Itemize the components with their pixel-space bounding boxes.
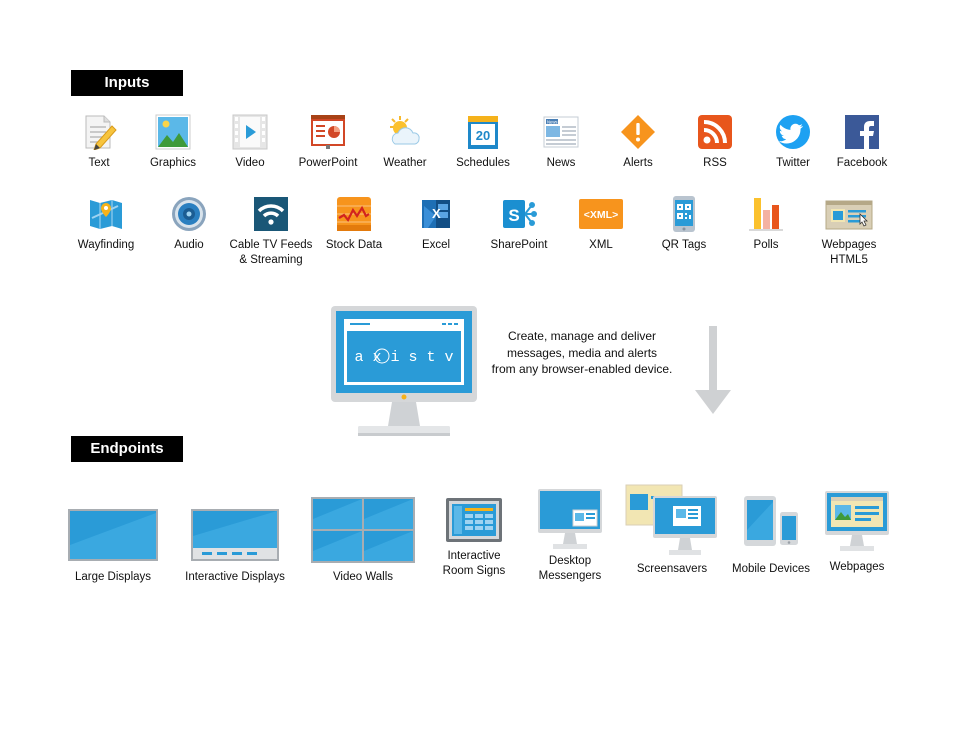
large-display-icon [68, 509, 158, 561]
input-wayfinding: Wayfinding [61, 196, 151, 253]
input-facebook: Facebook [817, 114, 907, 171]
schedules-icon: 20 [468, 116, 498, 149]
excel-icon: X [422, 200, 450, 228]
svg-text:News: News [547, 119, 557, 124]
wifi-icon [254, 197, 288, 231]
qr-tags-icon [673, 196, 695, 232]
news-icon: News [543, 116, 579, 148]
axistv-monitor: a x i s t v [331, 306, 477, 436]
endpoint-desktop-messengers: Desktop Messengers [527, 488, 613, 584]
endpoint-large-displays: Large Displays [53, 508, 173, 585]
input-stock-data: Stock Data [309, 196, 399, 253]
inputs-heading: Inputs [71, 70, 183, 96]
video-icon [232, 114, 268, 150]
endpoint-interactive-displays: Interactive Displays [175, 508, 295, 585]
hero-description: Create, manage and deliver messages, med… [491, 329, 673, 376]
input-powerpoint: PowerPoint [283, 114, 373, 171]
down-arrow-icon [695, 326, 731, 414]
endpoint-screensavers: Screensavers [622, 484, 722, 577]
wayfinding-icon [90, 200, 122, 229]
sharepoint-icon: S [503, 200, 537, 228]
twitter-icon [776, 115, 810, 149]
interactive-display-icon [191, 509, 279, 561]
svg-text:<XML>: <XML> [584, 209, 618, 221]
alerts-icon [621, 115, 655, 149]
input-twitter: Twitter [748, 114, 838, 171]
endpoint-webpages: Webpages [817, 490, 897, 575]
input-schedules: 20 Schedules [438, 114, 528, 171]
endpoint-mobile-devices: Mobile Devices [727, 495, 815, 577]
input-sharepoint: S SharePoint [474, 196, 564, 253]
rss-icon [698, 115, 732, 149]
input-qr-tags: QR Tags [639, 196, 729, 253]
svg-text:S: S [508, 206, 519, 225]
room-sign-icon [446, 498, 502, 542]
stock-data-icon [337, 197, 371, 231]
input-audio: Audio [144, 196, 234, 253]
input-rss: RSS [670, 114, 760, 171]
webpages-monitor-icon [825, 491, 889, 551]
input-news: News News [516, 114, 606, 171]
graphics-icon [155, 114, 191, 150]
video-wall-icon [311, 497, 415, 563]
input-graphics: Graphics [128, 114, 218, 171]
input-polls: Polls [721, 196, 811, 253]
input-webpages-html5: Webpages HTML5 [804, 196, 894, 268]
endpoint-room-signs: Interactive Room Signs [430, 497, 518, 579]
polls-icon [749, 198, 783, 231]
input-xml: <XML> XML [556, 196, 646, 253]
axistv-logo: a x i s t v [354, 349, 453, 366]
facebook-icon [845, 115, 879, 149]
screensaver-icon [625, 484, 717, 555]
input-weather: Weather [360, 114, 450, 171]
powerpoint-icon [311, 115, 345, 149]
desktop-messenger-icon [538, 489, 602, 549]
svg-text:20: 20 [476, 128, 490, 143]
text-icon [85, 115, 117, 150]
svg-text:X: X [432, 206, 441, 221]
endpoints-heading: Endpoints [71, 436, 183, 462]
input-text: Text [54, 114, 144, 171]
webpages-icon [825, 200, 873, 230]
audio-icon [172, 197, 206, 231]
mobile-devices-icon [744, 496, 798, 546]
weather-icon [390, 116, 420, 145]
xml-icon: <XML> [579, 199, 623, 229]
input-excel: X Excel [391, 196, 481, 253]
input-cable-tv: Cable TV Feeds & Streaming [226, 196, 316, 268]
input-alerts: Alerts [593, 114, 683, 171]
input-video: Video [205, 114, 295, 171]
endpoint-video-walls: Video Walls [303, 497, 423, 585]
